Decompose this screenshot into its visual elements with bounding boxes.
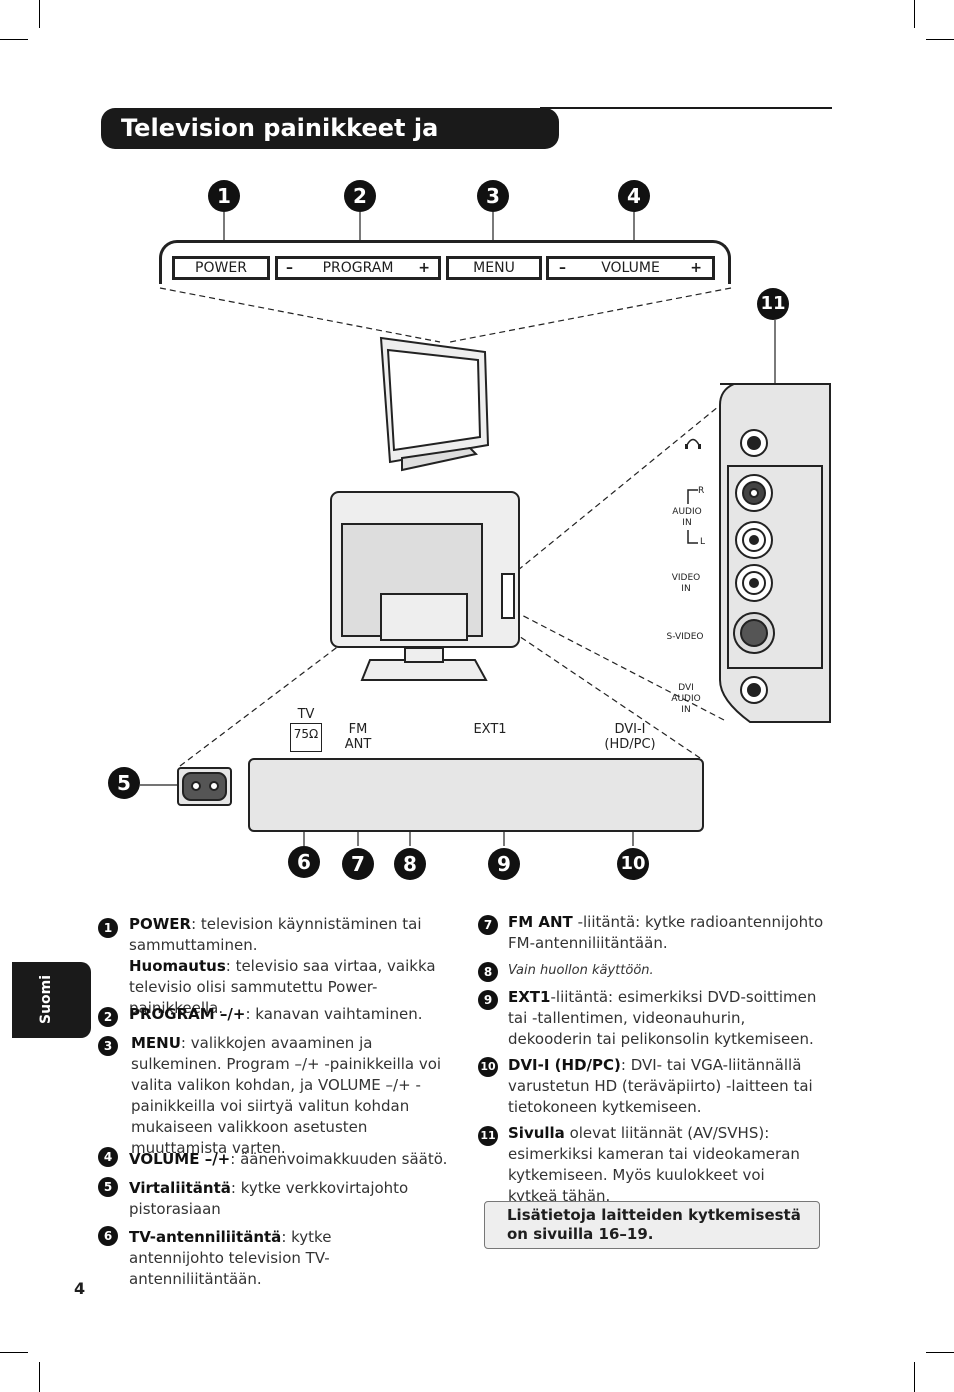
callout-8: 8: [394, 848, 426, 880]
crop-mark: [926, 39, 954, 40]
desc-2: PROGRAM –/+: kanavan vaihtaminen.: [129, 1004, 449, 1025]
desc-5-text: : kytke verkkovirtajohto pistorasiaan: [129, 1179, 409, 1218]
desc-7: FM ANT -liitäntä: kytke radioantennijoht…: [508, 912, 838, 954]
desc-1-term: POWER: [129, 915, 192, 933]
info-box: Lisätietoja laitteiden kytkemisestä on s…: [484, 1201, 820, 1249]
desc-1-note-term: Huomautus: [129, 957, 226, 975]
tv-label: TV: [297, 707, 315, 722]
menu-label: MENU: [473, 260, 515, 276]
desc-1-note-text: : televisio saa virtaa, vaikka televisio…: [129, 957, 436, 1017]
callout-9: 9: [488, 848, 520, 880]
crop-mark: [914, 0, 915, 28]
desc-number-9: 9: [478, 990, 498, 1010]
desc-4-term: VOLUME –/+: [129, 1150, 231, 1168]
program-minus: –: [286, 260, 293, 276]
crop-mark: [0, 1352, 28, 1353]
power-button[interactable]: POWER: [172, 256, 270, 280]
desc-number-10: 10: [478, 1057, 498, 1077]
ext1-label: EXT1: [473, 722, 507, 737]
desc-11-text: olevat liitännät (AV/SVHS): esimerkiksi …: [508, 1124, 800, 1205]
desc-5: Virtaliitäntä: kytke verkkovirtajohto pi…: [129, 1178, 429, 1220]
program-label: PROGRAM: [322, 260, 394, 276]
desc-10-text: : DVI- tai VGA-liitännällä varustetun HD…: [508, 1056, 813, 1116]
callout-5: 5: [108, 767, 140, 799]
program-button[interactable]: – PROGRAM +: [275, 256, 441, 280]
desc-9-text: -liitäntä: esimerkiksi DVD-soittimen tai…: [508, 988, 817, 1048]
crop-mark: [0, 39, 28, 40]
desc-4-text: : äänenvoimakkuuden säätö.: [230, 1150, 448, 1168]
volume-button[interactable]: – VOLUME +: [546, 256, 715, 280]
volume-minus: –: [559, 260, 566, 276]
desc-6-text: : kytke antennijohto television TV-anten…: [129, 1228, 332, 1288]
callout-6: 6: [288, 846, 320, 878]
desc-number-6: 6: [98, 1226, 118, 1246]
tv-ohm-symbol: 75Ω: [290, 723, 322, 752]
desc-number-8: 8: [478, 962, 498, 982]
desc-number-7: 7: [478, 915, 498, 935]
callout-11: 11: [757, 288, 789, 320]
callout-2: 2: [344, 180, 376, 212]
crop-mark: [926, 1352, 954, 1353]
desc-7-term: FM ANT: [508, 913, 573, 931]
language-tab: Suomi: [12, 962, 91, 1038]
desc-11-term: Sivulla: [508, 1124, 565, 1142]
desc-9-term: EXT1: [508, 988, 551, 1006]
desc-1: POWER: television käynnistäminen tai sam…: [129, 914, 449, 1019]
desc-9: EXT1-liitäntä: esimerkiksi DVD-soittimen…: [508, 987, 818, 1050]
dvi-label: DVI-I (HD/PC): [604, 722, 656, 752]
desc-number-4: 4: [98, 1147, 118, 1167]
desc-8: Vain huollon käyttöön.: [508, 963, 654, 978]
dvi-audio-in-label: DVI AUDIO IN: [671, 683, 701, 715]
desc-5-term: Virtaliitäntä: [129, 1179, 231, 1197]
title-rule: [540, 107, 832, 109]
menu-button[interactable]: MENU: [446, 256, 542, 280]
desc-number-11: 11: [478, 1126, 498, 1146]
program-plus: +: [418, 260, 430, 276]
desc-6: TV-antenniliitäntä: kytke antennijohto t…: [129, 1227, 429, 1290]
language-label: Suomi: [38, 974, 54, 1024]
crop-mark: [39, 1362, 40, 1392]
desc-2-text: : kanavan vaihtaminen.: [245, 1005, 423, 1023]
desc-10-term: DVI-I (HD/PC): [508, 1056, 621, 1074]
desc-1-text: : television käynnistäminen tai sammutta…: [129, 915, 422, 954]
callout-10: 10: [617, 848, 649, 880]
desc-10: DVI-I (HD/PC): DVI- tai VGA-liitännällä …: [508, 1055, 818, 1118]
rear-connector-panel: [248, 758, 704, 832]
desc-3: MENU: valikkojen avaaminen ja sulkeminen…: [131, 1033, 443, 1159]
audio-r-label: R: [698, 486, 705, 496]
page-number: 4: [74, 1279, 86, 1298]
desc-number-2: 2: [98, 1007, 118, 1027]
desc-6-term: TV-antenniliitäntä: [129, 1228, 282, 1246]
volume-plus: +: [690, 260, 702, 276]
info-line-2: on sivuilla 16–19.: [507, 1225, 654, 1243]
desc-3-term: MENU: [131, 1034, 181, 1052]
page-title: Television painikkeet ja liitännät: [101, 108, 559, 183]
volume-label: VOLUME: [601, 260, 660, 276]
audio-in-label: AUDIO IN: [672, 507, 702, 528]
callout-7: 7: [342, 848, 374, 880]
callout-3: 3: [477, 180, 509, 212]
desc-number-5: 5: [98, 1177, 118, 1197]
desc-7-text: -liitäntä: kytke radioantennijohto FM-an…: [508, 913, 824, 952]
audio-l-label: L: [700, 537, 706, 547]
desc-11: Sivulla olevat liitännät (AV/SVHS): esim…: [508, 1123, 818, 1207]
desc-number-1: 1: [98, 918, 118, 938]
desc-3-text: : valikkojen avaaminen ja sulkeminen. Pr…: [131, 1034, 442, 1157]
callout-4: 4: [618, 180, 650, 212]
video-in-label: VIDEO IN: [671, 573, 701, 594]
crop-mark: [914, 1362, 915, 1392]
power-label: POWER: [195, 260, 247, 276]
callout-1: 1: [208, 180, 240, 212]
desc-number-3: 3: [98, 1036, 118, 1056]
desc-2-term: PROGRAM –/+: [129, 1005, 246, 1023]
fm-ant-label: FM ANT: [344, 722, 372, 752]
svideo-label: S-VIDEO: [666, 632, 704, 642]
desc-4: VOLUME –/+: äänenvoimakkuuden säätö.: [129, 1149, 449, 1170]
crop-mark: [39, 0, 40, 28]
info-line-1: Lisätietoja laitteiden kytkemisestä: [507, 1206, 801, 1224]
